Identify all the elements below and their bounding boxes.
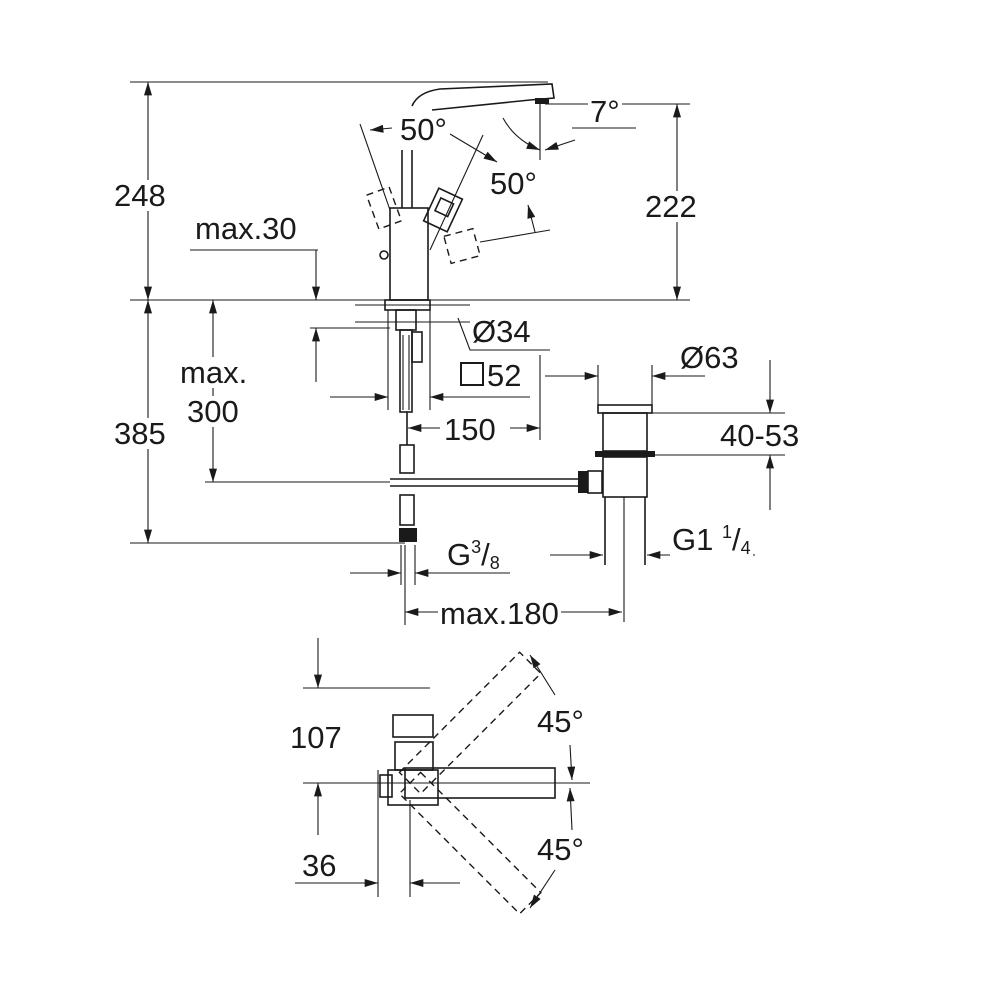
- dim-height-total: 248: [112, 178, 168, 213]
- dim-max-drain-offset: max.180: [438, 596, 561, 631]
- dim-drain-diameter: Ø63: [678, 340, 741, 375]
- dim-drain-thread: G1 1/4: [670, 522, 753, 558]
- dim-lever-angle-left: 50°: [400, 112, 447, 147]
- base-square-value: 52: [487, 358, 522, 393]
- dim-offset: 36: [300, 848, 339, 883]
- dim-lever-angle-right: 50°: [488, 166, 539, 201]
- square-symbol-icon: [460, 362, 484, 386]
- dim-depth: 107: [288, 720, 344, 755]
- dim-hole-diameter: Ø34: [470, 314, 533, 349]
- dim-spout-angle: 7°: [588, 94, 622, 129]
- dim-drain-height: 40-53: [718, 418, 802, 453]
- dim-below-deck-total: 385: [112, 416, 168, 451]
- thread-prefix: G: [447, 537, 472, 572]
- drain-thread-den: 4: [740, 538, 751, 558]
- dim-swivel-up: 45°: [535, 704, 586, 739]
- dim-base-square: 52: [458, 358, 524, 393]
- dim-swivel-down: 45°: [535, 832, 586, 867]
- dim-spout-reach: 150: [442, 412, 498, 447]
- dim-height-spout: 222: [643, 189, 699, 224]
- dim-connection-thread: G3/8: [445, 537, 502, 573]
- dim-max-hose-value: 300: [185, 394, 241, 429]
- drain-thread-prefix: G1: [672, 522, 714, 557]
- dim-max-hose-label: max.: [178, 355, 250, 390]
- thread-den: 8: [489, 553, 500, 573]
- dim-max-deck-thickness: max.30: [193, 211, 299, 246]
- drain-thread-num: 1: [721, 522, 732, 542]
- faucet-side-view: [130, 81, 785, 625]
- faucet-top-view: [295, 638, 590, 915]
- thread-num: 3: [471, 537, 482, 557]
